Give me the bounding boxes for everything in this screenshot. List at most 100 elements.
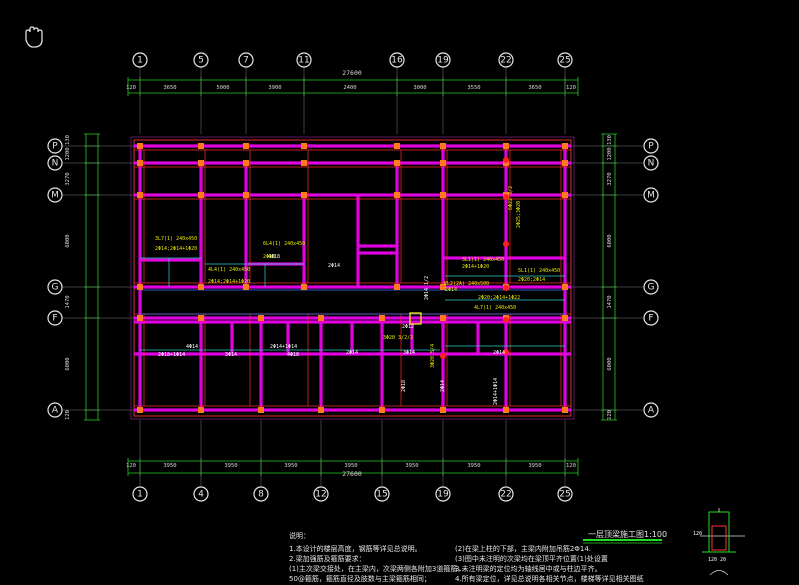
bottom-axis-1-bubble xyxy=(132,486,148,502)
right-dimension: 1200 xyxy=(607,147,613,160)
left-dimension: 130 xyxy=(65,135,71,145)
beam xyxy=(140,258,202,262)
beam-label: 2Φ18 xyxy=(401,380,407,392)
notes: 说明： 1.本设计的楼层高度，钢筋等详见总说明。 2.梁加强筋及箍筋要求： (1… xyxy=(289,531,644,583)
plan-geometry xyxy=(62,66,643,486)
beam xyxy=(441,146,445,287)
top-dimension: 2400 xyxy=(343,85,356,91)
left-dimension: 1470 xyxy=(65,295,71,308)
beam-label: 4L4(1) 240x450 xyxy=(208,267,250,273)
column xyxy=(198,160,204,166)
top-axis-1-bubble xyxy=(132,52,148,68)
column xyxy=(379,315,385,321)
left-axis-N-bubble xyxy=(47,155,63,171)
beam xyxy=(302,195,306,287)
top-axis-11-label: 11 xyxy=(298,56,309,66)
beam xyxy=(380,318,384,410)
beam-node xyxy=(503,349,509,355)
beam-node xyxy=(503,241,509,247)
beam xyxy=(138,146,142,410)
note-right-1: (2)在梁上柱的下部，主梁内附加吊筋2Φ14. xyxy=(455,544,591,553)
top-axis-16-bubble xyxy=(389,52,405,68)
beam xyxy=(410,322,414,354)
right-axis-G-bubble xyxy=(643,279,659,295)
bottom-dimension: 120 xyxy=(566,463,576,469)
beam xyxy=(134,408,571,412)
beam-label: 2Φ14 xyxy=(440,380,446,392)
beam-label: 3Φ20 3/2/2 xyxy=(383,335,413,341)
beam xyxy=(441,318,445,410)
bottom-dimension: 3950 xyxy=(284,463,297,469)
top-axis-16-label: 16 xyxy=(391,56,403,66)
section-dim-left: 120 xyxy=(693,531,702,537)
left-axis-F-bubble xyxy=(47,310,63,326)
column xyxy=(258,407,264,413)
column xyxy=(562,192,568,198)
column xyxy=(440,407,446,413)
hand-cursor-icon[interactable] xyxy=(25,26,43,48)
column xyxy=(394,160,400,166)
right-axis-F-label: F xyxy=(648,314,653,324)
column xyxy=(440,284,446,290)
column xyxy=(301,143,307,149)
beam xyxy=(319,318,323,410)
column xyxy=(198,192,204,198)
right-axis-A-label: A xyxy=(648,406,655,416)
right-dimension: 1470 xyxy=(607,295,613,308)
left-axis-A-bubble xyxy=(47,402,63,418)
bottom-axis-22-label: 22 xyxy=(500,490,511,500)
column xyxy=(137,192,143,198)
column xyxy=(137,143,143,149)
beam-node xyxy=(503,157,509,163)
bottom-axis-8-bubble xyxy=(253,486,269,502)
beam xyxy=(134,285,571,289)
beam-label: 2Φ20;2Φ14 xyxy=(518,277,545,283)
top-axis-11-bubble xyxy=(296,52,312,68)
note-left-2: 2.梁加强筋及箍筋要求： xyxy=(289,554,366,563)
top-axis-22-label: 22 xyxy=(500,56,511,66)
note-right-2: (3)图中未注明的次梁均在梁顶平齐位置(1)处设置 xyxy=(455,554,608,563)
right-axis-G-label: G xyxy=(648,283,655,293)
right-axis-F-bubble xyxy=(643,310,659,326)
beam-label: 2Φ25;3Φ20 xyxy=(516,201,522,228)
column xyxy=(394,143,400,149)
bottom-axis-15-bubble xyxy=(374,486,390,502)
note-left-3: (1)主次梁交接处，在主梁内，次梁两侧各附加3道箍筋， xyxy=(289,564,464,573)
total-dimension-bottom: 27600 xyxy=(342,470,362,478)
beam-label: KL2(2A) 240x500 xyxy=(444,281,489,287)
left-dimension: 3270 xyxy=(65,172,71,185)
left-axis-M-bubble xyxy=(47,187,63,203)
beam xyxy=(244,163,248,287)
section-label: 120 20 xyxy=(708,557,726,563)
beam xyxy=(443,256,565,260)
bottom-axis-4-bubble xyxy=(193,486,209,502)
top-dimension: 5000 xyxy=(216,85,229,91)
column xyxy=(562,407,568,413)
beam-label: 3L1(1) 240x450 xyxy=(462,257,504,263)
beam-node xyxy=(503,317,509,323)
beam xyxy=(358,251,398,255)
beam-label: 4Φ18 xyxy=(268,254,280,260)
column xyxy=(394,284,400,290)
bottom-axis-8-label: 8 xyxy=(258,490,264,500)
column xyxy=(301,160,307,166)
top-dimension: 3550 xyxy=(467,85,480,91)
right-dimension: 120 xyxy=(607,410,613,420)
column xyxy=(318,315,324,321)
top-axis-22-bubble xyxy=(498,52,514,68)
right-axis-M-bubble xyxy=(643,187,659,203)
beam-label: 2Φ14 xyxy=(445,287,457,293)
beam-label: 5L1(1) 240x450 xyxy=(518,268,560,274)
left-dimension: 6000 xyxy=(65,234,71,247)
beam xyxy=(134,144,571,148)
top-axis-19-label: 19 xyxy=(437,56,449,66)
column xyxy=(301,284,307,290)
column xyxy=(440,192,446,198)
left-axis-G-bubble xyxy=(47,279,63,295)
note-left-1: 1.本设计的楼层高度，钢筋等详见总说明。 xyxy=(289,544,422,553)
bottom-axis-15-label: 15 xyxy=(376,490,387,500)
beam-node xyxy=(440,353,446,359)
beam xyxy=(134,161,571,165)
